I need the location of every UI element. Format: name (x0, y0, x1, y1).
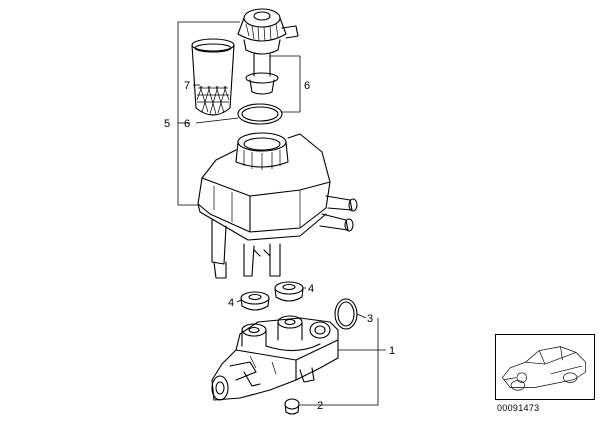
location-marker-icon (516, 372, 527, 383)
grommets (240, 281, 304, 311)
vehicle-locator-inset (495, 334, 595, 400)
callout-5: 5 (164, 118, 170, 130)
diagram-code: 00091473 (497, 403, 540, 413)
callout-4-left: 4 (228, 297, 234, 309)
callout-7: 7 (184, 80, 190, 92)
callout-4-right: 4 (308, 283, 314, 295)
callout-6-lower: 6 (184, 118, 190, 130)
callout-2: 2 (317, 400, 323, 412)
callout-6-upper: 6 (304, 80, 310, 92)
leader-lines (177, 21, 386, 406)
fluid-reservoir (197, 132, 358, 279)
master-cylinder (211, 315, 339, 401)
o-ring (334, 298, 358, 330)
callout-1: 1 (389, 345, 395, 357)
callout-3: 3 (367, 313, 373, 325)
filter-strainer (191, 38, 235, 116)
car-silhouette-icon (501, 346, 587, 391)
plug (284, 398, 300, 415)
cap-seal-ring (237, 103, 283, 125)
reservoir-cap (237, 8, 299, 95)
